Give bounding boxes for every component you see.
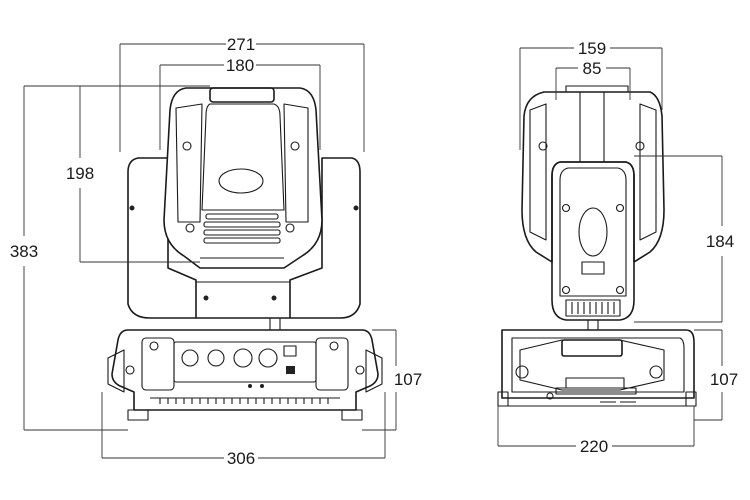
- dim-side-overall-depth: 159: [578, 39, 606, 58]
- side-dimensions: 159 85 184 107 220: [497, 39, 738, 456]
- side-view: 159 85 184 107 220: [497, 39, 738, 456]
- front-vent: [203, 213, 281, 244]
- power-in-connector: [233, 348, 253, 368]
- dim-side-base-depth: 220: [580, 437, 608, 456]
- xlr-out-connector: [207, 349, 225, 367]
- power-out-connector: [258, 348, 278, 368]
- dim-side-head-depth: 85: [583, 59, 602, 78]
- front-head: [163, 87, 323, 269]
- side-head: [521, 85, 665, 263]
- dim-front-head-height: 198: [66, 164, 94, 183]
- front-base: [107, 329, 383, 421]
- xlr-in-connector: [181, 349, 199, 367]
- dim-front-total-height: 383: [10, 242, 38, 261]
- dim-front-base-height: 107: [394, 370, 422, 389]
- dim-side-base-height: 107: [710, 370, 738, 389]
- side-yoke: [551, 161, 635, 321]
- dim-side-yoke-height: 184: [706, 232, 734, 251]
- dim-front-head-width: 180: [226, 56, 254, 75]
- front-view: 271 180 198 383 107 306: [10, 35, 422, 468]
- dim-front-base-width: 306: [227, 449, 255, 468]
- front-yoke: [127, 157, 361, 331]
- dim-front-overall-width: 271: [227, 35, 255, 54]
- front-dimensions: 271 180 198 383 107 306: [10, 35, 422, 468]
- side-base: [497, 317, 697, 407]
- power-switch: [286, 366, 295, 374]
